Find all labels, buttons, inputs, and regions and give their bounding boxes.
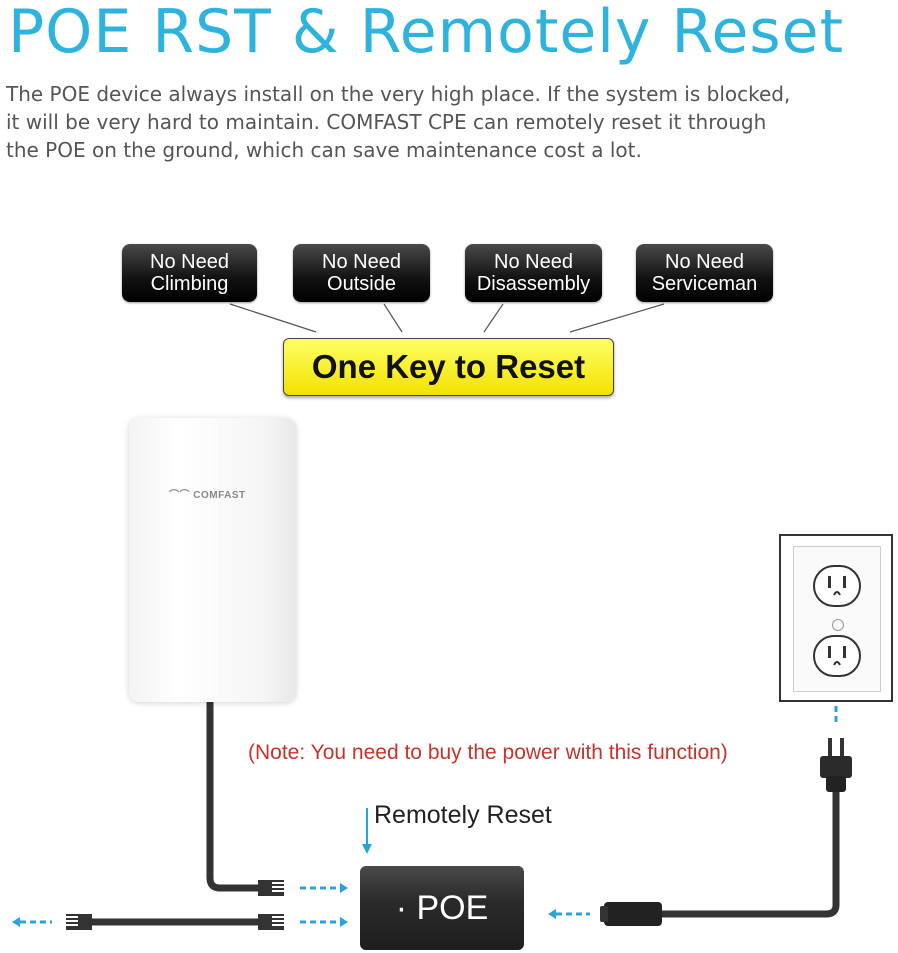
rj45-connector-lower (258, 914, 284, 930)
tag-no-need-outside: No Need Outside (293, 244, 430, 302)
adapter-plug (600, 902, 662, 926)
power-cable (660, 790, 840, 918)
tag-no-need-serviceman: No Need Serviceman (636, 244, 773, 302)
description: The POE device always install on the ver… (6, 80, 886, 164)
comfast-logo-icon: ⌒⌒ (169, 490, 194, 501)
description-line-3: the POE on the ground, which can save ma… (6, 138, 642, 162)
arrow-head-left (12, 917, 20, 927)
socket-bottom-icon (813, 635, 861, 677)
one-key-reset-banner: One Key to Reset (283, 338, 614, 396)
socket-top-icon (813, 565, 861, 607)
tag-no-need-disassembly: No Need Disassembly (465, 244, 602, 302)
arrow-head-lower (340, 917, 348, 927)
tag-no-need-climbing: No Need Climbing (122, 244, 257, 302)
poe-label: · POE (395, 888, 489, 927)
socket-slots (828, 646, 846, 666)
device-brand-text: COMFAST (193, 490, 246, 501)
arrow-head-upper (340, 883, 348, 893)
tag-line: No Need (665, 251, 744, 273)
connector-outside (383, 303, 403, 333)
wall-outlet (779, 534, 893, 702)
description-line-1: The POE device always install on the ver… (6, 82, 791, 106)
tag-line: Climbing (150, 273, 229, 295)
device-brand: ⌒⌒ COMFAST (169, 486, 246, 501)
arrow-head-plug (548, 909, 556, 919)
tag-line: No Need (494, 251, 573, 273)
remote-reset-arrow-head (362, 844, 372, 854)
note-text: (Note: You need to buy the power with th… (248, 741, 728, 764)
tag-line: No Need (322, 251, 401, 273)
outlet-screw-icon (832, 619, 844, 631)
page-title: POE RST & Remotely Reset (8, 0, 845, 67)
cpe-device: ⌒⌒ COMFAST (129, 418, 296, 702)
tag-line: No Need (150, 251, 229, 273)
rj45-connector-upper (258, 880, 284, 896)
device-cable (206, 702, 258, 892)
wall-plug (820, 738, 852, 792)
poe-adapter: · POE (360, 866, 524, 950)
rj45-connector-left (66, 914, 92, 930)
tag-line: Serviceman (651, 273, 758, 295)
tag-line: Outside (327, 273, 396, 295)
connector-serviceman (569, 303, 665, 333)
connector-disassembly (483, 303, 504, 333)
outlet-plate (793, 546, 881, 692)
description-line-2: it will be very hard to maintain. COMFAS… (6, 110, 767, 134)
connector-climbing (229, 303, 317, 333)
socket-slots (828, 576, 846, 596)
tag-line: Disassembly (476, 273, 591, 295)
remote-reset-label: Remotely Reset (374, 801, 552, 829)
